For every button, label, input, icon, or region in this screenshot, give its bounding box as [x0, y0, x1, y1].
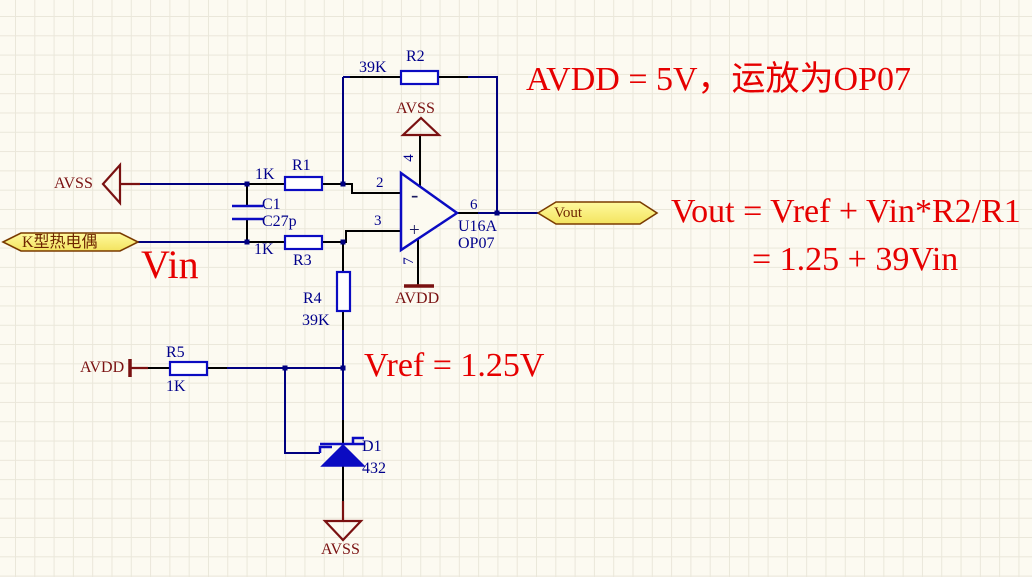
wire-vref-net[interactable]	[227, 330, 344, 454]
vout-formula-line2: = 1.25 + 39Vin	[752, 241, 959, 278]
r4-value: 39K	[302, 312, 330, 329]
c1-designator: C1	[262, 196, 281, 213]
power-note-annotation: AVDD = 5V，运放为OP07	[526, 61, 912, 98]
resistor-r4-body[interactable]	[335, 270, 352, 313]
wire-inverting-net[interactable]	[140, 76, 352, 185]
input-port-label: K型热电偶	[22, 234, 98, 251]
pin-3-number: 3	[374, 213, 382, 229]
avss-bottom-label: AVSS	[321, 541, 360, 558]
r3-designator: R3	[293, 252, 312, 269]
output-port-shape[interactable]	[536, 201, 659, 225]
power-avss-top-symbol[interactable]	[400, 116, 442, 137]
r1-value: 1K	[255, 166, 275, 183]
avss-left-label: AVSS	[54, 175, 93, 192]
opamp-minus-sign: -	[411, 182, 419, 207]
pin-4-number: 4	[400, 154, 417, 162]
wire-feedback-net[interactable]	[468, 76, 538, 214]
capacitor-c1-body[interactable]	[232, 204, 263, 221]
power-avdd-opamp-symbol[interactable]	[404, 284, 434, 288]
pin-2-number: 2	[376, 175, 384, 191]
pin-6-number: 6	[470, 197, 478, 213]
shunt-reference-d1-body[interactable]	[318, 436, 366, 467]
r2-value: 39K	[359, 59, 387, 76]
avss-top-label: AVSS	[396, 100, 435, 117]
d1-designator: D1	[362, 438, 382, 455]
vref-annotation: Vref = 1.25V	[364, 347, 545, 384]
input-port-shape[interactable]	[1, 232, 140, 252]
u16a-designator: U16A	[458, 218, 498, 235]
avdd-left-label: AVDD	[80, 359, 125, 376]
c1-value: C27p	[262, 213, 297, 230]
r5-value: 1K	[166, 378, 186, 395]
resistor-r1-body[interactable]	[283, 175, 324, 192]
pin-7-number: 7	[400, 257, 417, 265]
r4-designator: R4	[303, 290, 322, 307]
power-avdd-left-symbol[interactable]	[128, 359, 148, 377]
resistor-r2-body[interactable]	[399, 69, 440, 86]
r1-designator: R1	[292, 157, 311, 174]
resistor-r3-body[interactable]	[283, 234, 324, 251]
r2-designator: R2	[406, 48, 425, 65]
r3-value: 1K	[254, 241, 274, 258]
vin-annotation: Vin	[141, 242, 199, 287]
d1-value: 432	[362, 460, 386, 477]
junction-dots	[244, 181, 500, 371]
resistor-r5-body[interactable]	[168, 360, 209, 377]
r5-designator: R5	[166, 344, 185, 361]
vout-formula-line1: Vout = Vref + Vin*R2/R1	[671, 193, 1021, 230]
u16a-part: OP07	[458, 235, 495, 252]
power-avss-bottom-symbol[interactable]	[322, 501, 364, 542]
output-port-label: Vout	[554, 205, 583, 221]
power-avss-left-symbol[interactable]	[101, 162, 140, 206]
opamp-u16a-body[interactable]	[399, 170, 460, 253]
opamp-plus-sign: +	[409, 220, 420, 241]
avdd-opamp-label: AVDD	[395, 290, 440, 307]
pin-segments	[148, 76, 478, 501]
